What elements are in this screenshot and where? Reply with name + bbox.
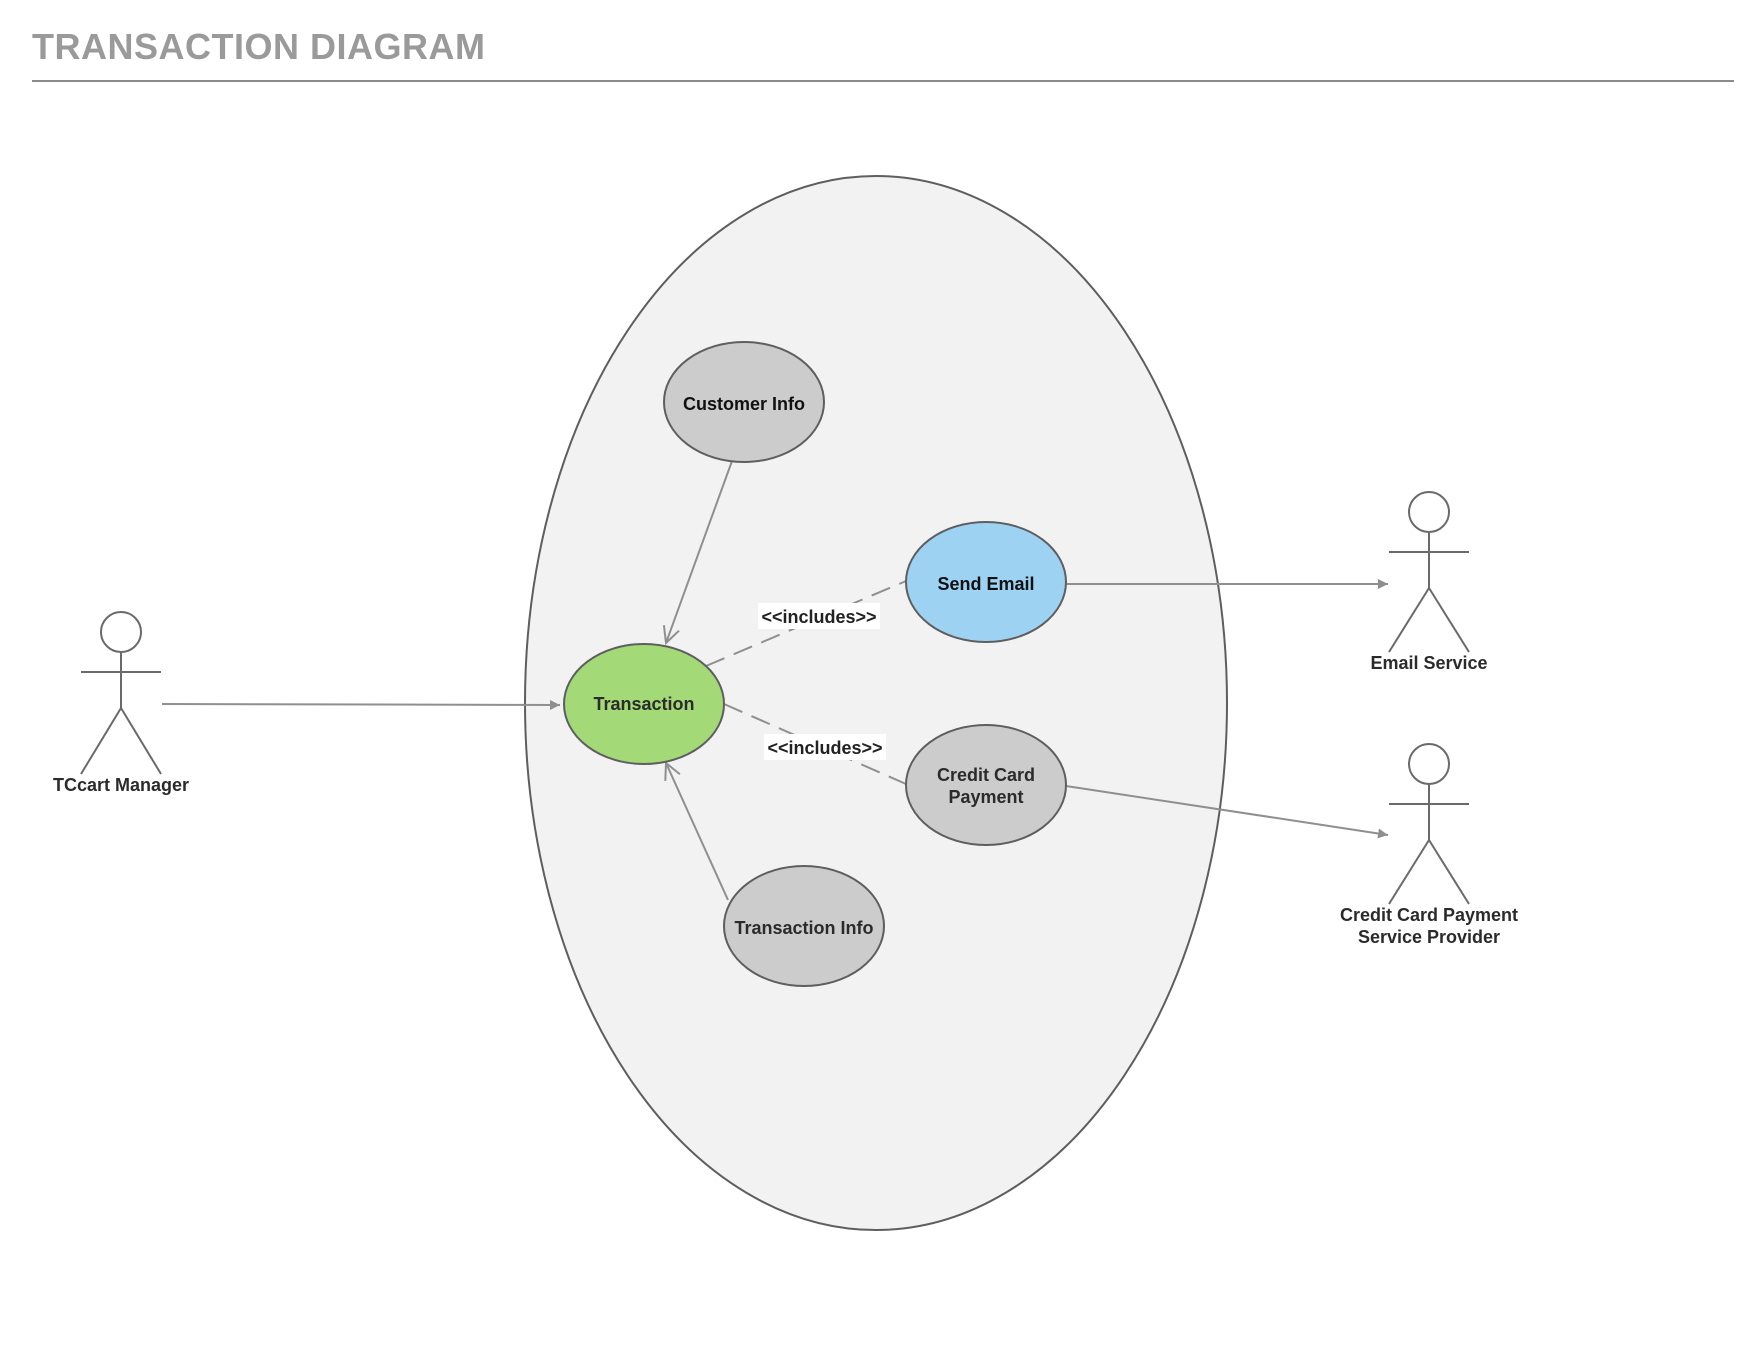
association-customerinfo-transaction	[666, 460, 733, 643]
svg-text:Payment: Payment	[948, 787, 1023, 807]
actor-tccart-manager[interactable]: TCcart Manager	[53, 611, 189, 795]
use-case-customer-info[interactable]: Customer Info	[663, 341, 825, 463]
use-case-transaction[interactable]: Transaction	[563, 643, 725, 765]
include-label-sendemail: <<includes>>	[758, 603, 880, 629]
association-creditcard-provider	[1065, 785, 1389, 839]
svg-text:<<includes>>: <<includes>>	[761, 607, 876, 627]
stick-figure-icon	[80, 611, 162, 775]
include-label-creditcard: <<includes>>	[764, 734, 886, 760]
use-case-transaction-info[interactable]: Transaction Info	[723, 865, 885, 987]
title-divider	[32, 80, 1734, 82]
association-transactioninfo-transaction	[666, 763, 729, 901]
page-title: TRANSACTION DIAGRAM	[32, 26, 486, 67]
actor-email-service[interactable]: Email Service	[1370, 491, 1488, 673]
use-case-credit-card-payment[interactable]: Credit Card Payment	[905, 724, 1067, 846]
svg-text:Credit Card: Credit Card	[937, 765, 1035, 785]
svg-text:Service Provider: Service Provider	[1358, 927, 1500, 947]
svg-text:Email Service: Email Service	[1370, 653, 1487, 673]
svg-text:<<includes>>: <<includes>>	[767, 738, 882, 758]
stick-figure-icon	[1388, 743, 1470, 905]
svg-text:Transaction: Transaction	[593, 694, 694, 714]
svg-text:Send Email: Send Email	[937, 574, 1034, 594]
stick-figure-icon	[1388, 491, 1470, 653]
actor-credit-card-provider[interactable]: Credit Card Payment Service Provider	[1340, 743, 1518, 947]
association-manager-transaction	[161, 699, 561, 710]
use-case-send-email[interactable]: Send Email	[905, 521, 1067, 643]
svg-text:TCcart Manager: TCcart Manager	[53, 775, 189, 795]
svg-text:Customer Info: Customer Info	[683, 394, 805, 414]
svg-text:Credit Card Payment: Credit Card Payment	[1340, 905, 1518, 925]
svg-text:Transaction Info: Transaction Info	[734, 918, 873, 938]
